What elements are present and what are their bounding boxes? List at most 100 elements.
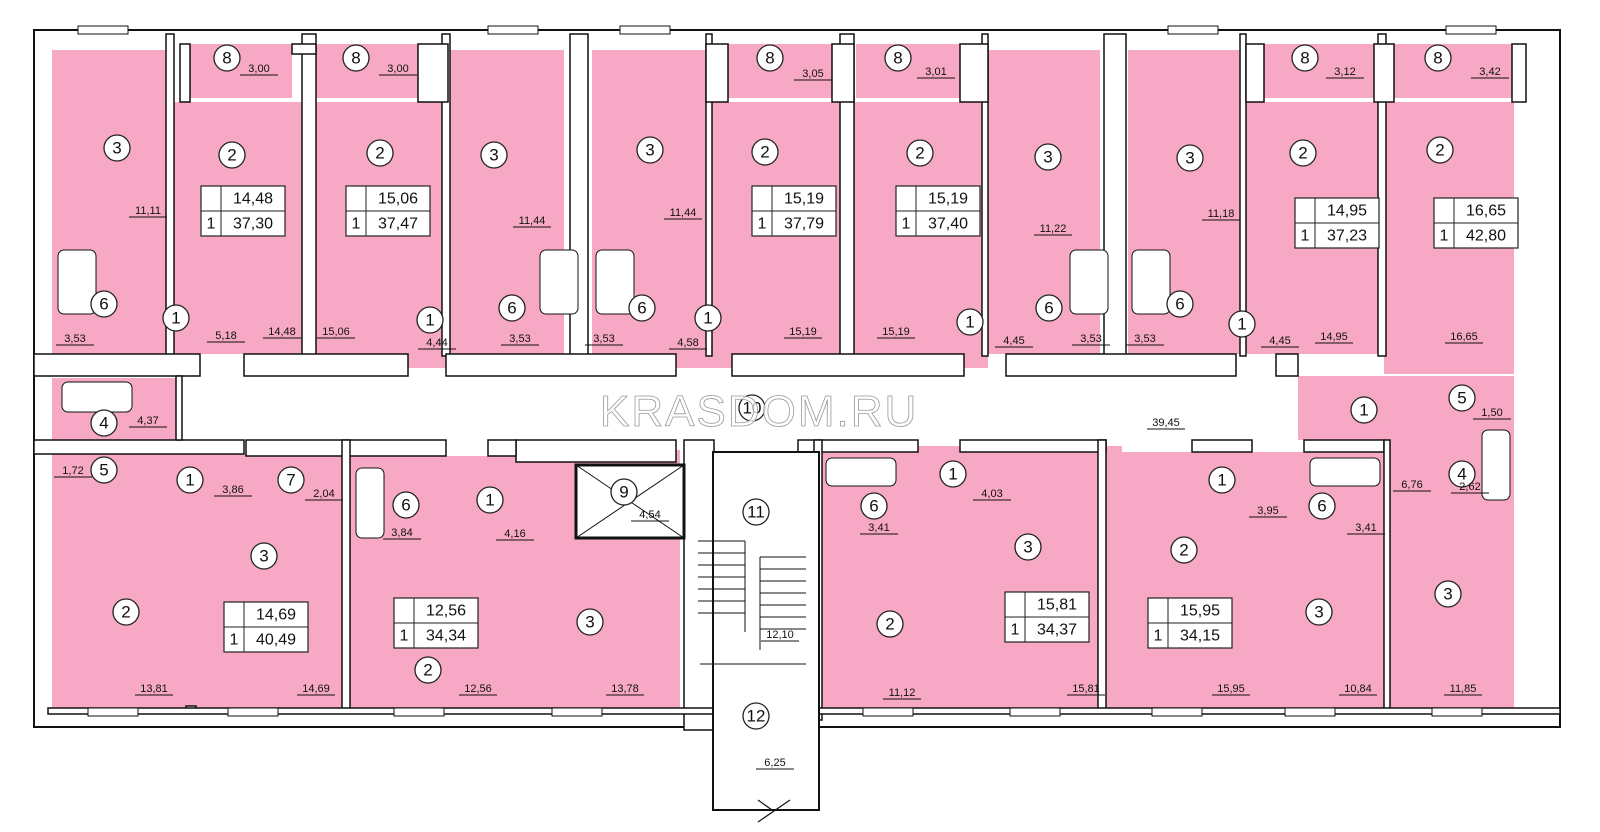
room-circle <box>250 542 278 570</box>
room-number-a5-r1: 1 <box>1228 310 1256 338</box>
room-number: 2 <box>1179 541 1188 560</box>
room-circle <box>1208 466 1236 494</box>
area-value: 3,01 <box>925 66 946 78</box>
room-circle <box>162 304 190 332</box>
room-number-a2-r1: 1 <box>416 306 444 334</box>
area-label: 4,54 <box>631 509 669 522</box>
room-number: 6 <box>1044 299 1053 318</box>
living-area: 15,19 <box>784 191 824 208</box>
bathtub <box>57 249 97 315</box>
bathtub <box>1481 429 1511 501</box>
room-count: 1 <box>400 628 409 645</box>
area-label: 3,01 <box>917 66 955 79</box>
total-area: 34,15 <box>1180 628 1220 645</box>
wall <box>1097 439 1107 711</box>
total-area: 34,37 <box>1037 622 1077 639</box>
area-value: 12,10 <box>766 629 794 641</box>
area-value: 3,86 <box>222 484 243 496</box>
area-label: 4,37 <box>129 415 167 428</box>
room-number: 1 <box>485 491 494 510</box>
area-label: 3,53 <box>1126 333 1164 346</box>
wall <box>1303 439 1385 453</box>
area-label: 3,84 <box>383 527 421 540</box>
room-number-a3-r6: 6 <box>628 294 656 322</box>
area-value: 4,16 <box>504 528 525 540</box>
wall <box>959 43 989 103</box>
area-value: 4,37 <box>137 415 158 427</box>
room-number: 3 <box>1023 538 1032 557</box>
area-label: 39,45 <box>1147 417 1185 430</box>
room-circle <box>218 141 246 169</box>
room-circle <box>742 498 770 526</box>
room-number-a9-r6: 6 <box>860 492 888 520</box>
room-circle <box>90 409 118 437</box>
living-area: 12,56 <box>426 603 466 620</box>
area-value: 3,00 <box>387 63 408 75</box>
wall <box>1245 43 1265 103</box>
wall <box>1383 439 1391 711</box>
room-number: 5 <box>99 461 108 480</box>
area-label: 4,44 <box>418 337 456 350</box>
area-value: 15,19 <box>882 326 910 338</box>
room-number: 3 <box>645 141 654 160</box>
area-label: 15,19 <box>877 326 915 339</box>
total-area: 42,80 <box>1466 228 1506 245</box>
area-value: 3,41 <box>868 522 889 534</box>
living-area: 15,06 <box>378 191 418 208</box>
area-label: 3,42 <box>1471 66 1509 79</box>
room-number: 6 <box>1175 295 1184 314</box>
total-area: 37,47 <box>378 216 418 233</box>
room-number-a5-r3: 3 <box>1176 144 1204 172</box>
room-circle <box>103 134 131 162</box>
wall <box>731 353 965 377</box>
area-value: 11,22 <box>1040 223 1067 235</box>
room-number: 2 <box>885 615 894 634</box>
room-circle <box>1034 143 1062 171</box>
wall <box>959 439 1107 453</box>
area-label: 2,04 <box>305 488 343 501</box>
room-number: 2 <box>227 146 236 165</box>
area-label: 15,95 <box>1212 683 1250 696</box>
room-circle <box>1166 290 1194 318</box>
area-value: 3,53 <box>1134 333 1155 345</box>
sanitary-fixtures <box>57 249 1511 539</box>
window <box>1431 707 1483 717</box>
room-number: 8 <box>351 49 360 68</box>
room-number: 2 <box>423 661 432 680</box>
room-number: 9 <box>619 483 628 502</box>
room-circle <box>1308 492 1336 520</box>
room-number: 8 <box>1300 49 1309 68</box>
window <box>862 707 914 717</box>
area-label: 3,86 <box>214 484 252 497</box>
room-number: 1 <box>965 313 974 332</box>
room-number-a1-r1: 1 <box>162 304 190 332</box>
area-value: 12,56 <box>464 683 492 695</box>
room-number-a9-r2: 2 <box>876 610 904 638</box>
area-label: 11,11 <box>129 205 167 218</box>
room-number: 2 <box>1435 141 1444 160</box>
room-number: 10 <box>743 399 762 418</box>
wall <box>487 439 517 457</box>
room-number: 1 <box>185 471 194 490</box>
room-fill <box>1298 376 1514 440</box>
area-value: 6,25 <box>764 757 785 769</box>
area-label: 15,06 <box>317 326 355 339</box>
wall <box>243 353 409 377</box>
room-number: 8 <box>893 49 902 68</box>
area-label: 3,53 <box>56 333 94 346</box>
area-label: 5,18 <box>207 330 245 343</box>
room-circle <box>1291 44 1319 72</box>
room-number-a3-r3: 3 <box>636 136 664 164</box>
room-circle <box>176 466 204 494</box>
room-number: 2 <box>121 603 130 622</box>
area-label: 1,50 <box>1473 407 1511 420</box>
area-label: 11,44 <box>664 207 702 220</box>
area-label: 1,72 <box>54 465 92 478</box>
window <box>77 25 129 35</box>
room-number-corr: 10 <box>738 394 766 422</box>
room-circle <box>392 491 420 519</box>
room-number: 3 <box>585 613 594 632</box>
